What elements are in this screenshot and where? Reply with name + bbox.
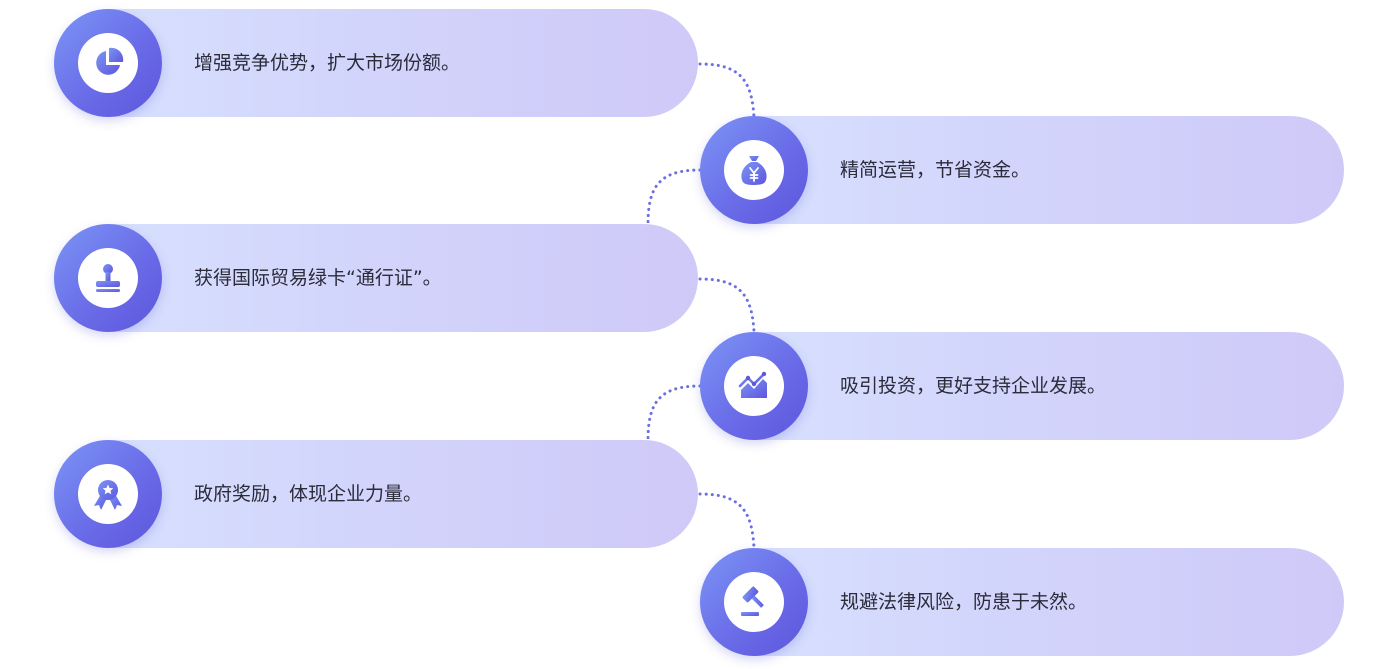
benefit-item-1: 增强竞争优势，扩大市场份额。 bbox=[54, 9, 698, 117]
benefit-item-4: 吸引投资，更好支持企业发展。 bbox=[700, 332, 1344, 440]
benefit-item-6: 规避法律风险，防患于未然。 bbox=[700, 548, 1344, 656]
benefit-item-3: 获得国际贸易绿卡“通行证”。 bbox=[54, 224, 698, 332]
benefit-text: 精简运营，节省资金。 bbox=[840, 159, 1031, 181]
benefit-text: 获得国际贸易绿卡“通行证”。 bbox=[194, 267, 442, 289]
stamp-icon bbox=[96, 264, 120, 292]
connector-1-2 bbox=[698, 62, 756, 120]
growth-chart-icon bbox=[738, 371, 767, 398]
benefit-text: 吸引投资，更好支持企业发展。 bbox=[840, 375, 1107, 397]
benefit-badge bbox=[54, 9, 162, 117]
benefit-item-2: 精简运营，节省资金。 bbox=[700, 116, 1344, 224]
benefit-text: 规避法律风险，防患于未然。 bbox=[840, 591, 1088, 613]
benefit-badge bbox=[700, 116, 808, 224]
money-bag-icon bbox=[741, 156, 767, 185]
benefit-badge bbox=[700, 548, 808, 656]
connector-2-3 bbox=[646, 168, 702, 226]
connector-5-6 bbox=[698, 492, 756, 550]
pie-chart-icon bbox=[96, 47, 124, 75]
benefit-text: 增强竞争优势，扩大市场份额。 bbox=[194, 52, 461, 74]
award-medal-icon bbox=[94, 480, 122, 510]
gavel-icon bbox=[741, 586, 764, 616]
connector-4-5 bbox=[646, 384, 702, 442]
benefit-badge bbox=[54, 440, 162, 548]
benefit-badge bbox=[54, 224, 162, 332]
benefit-badge bbox=[700, 332, 808, 440]
benefit-item-5: 政府奖励，体现企业力量。 bbox=[54, 440, 698, 548]
benefit-text: 政府奖励，体现企业力量。 bbox=[194, 483, 423, 505]
connector-3-4 bbox=[698, 277, 756, 334]
